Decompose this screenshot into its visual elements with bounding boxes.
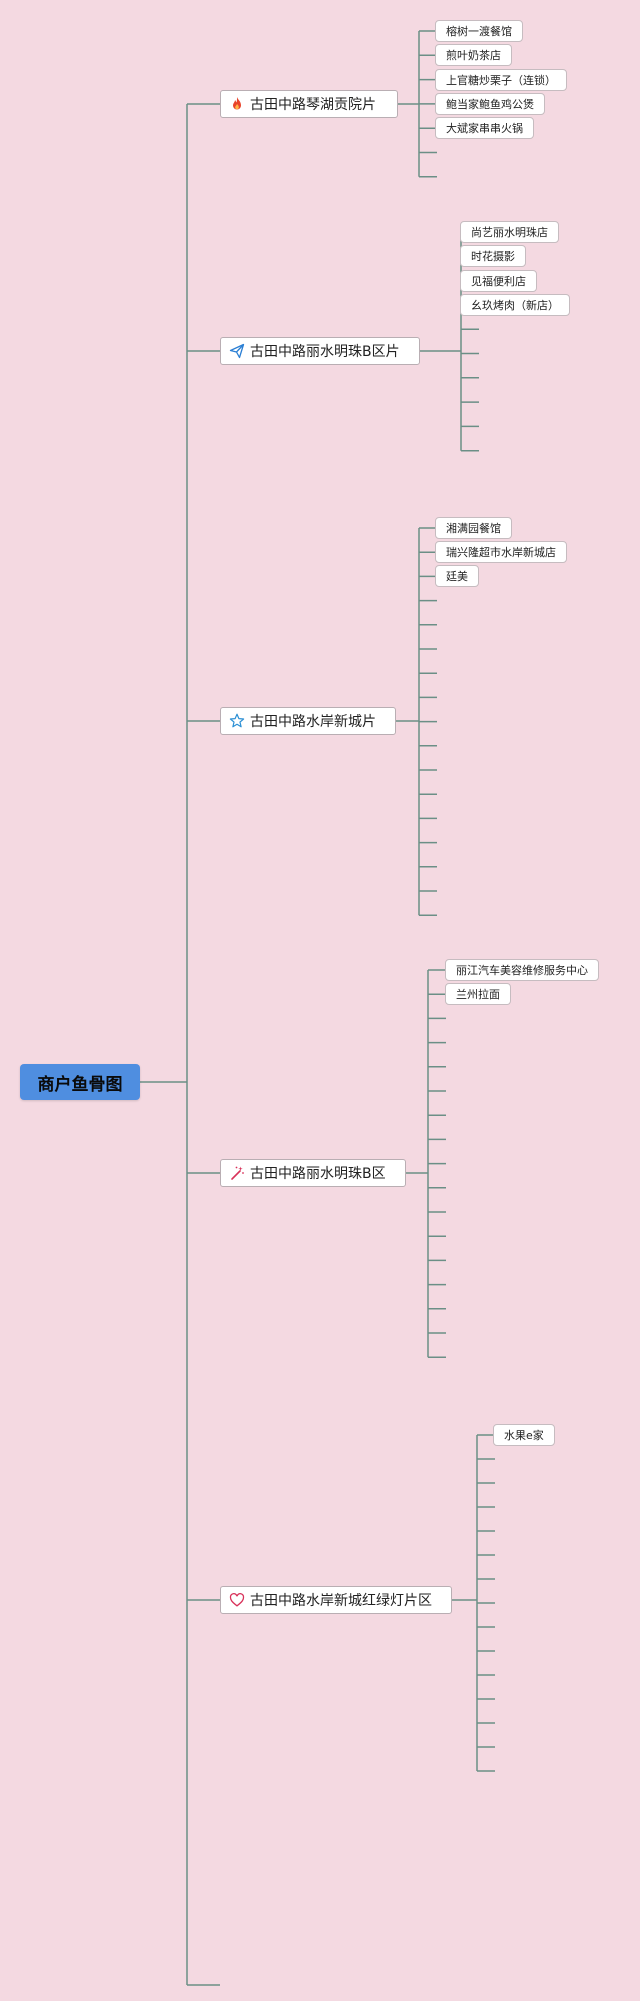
fire-icon <box>229 96 245 112</box>
leaf-node[interactable]: 廷美 <box>435 565 479 588</box>
branch-node[interactable]: 古田中路丽水明珠B区 <box>220 1159 406 1187</box>
star-icon <box>229 713 245 729</box>
leaf-node[interactable]: 见福便利店 <box>460 269 537 292</box>
leaf-node[interactable]: 丽江汽车美容维修服务中心 <box>445 959 599 981</box>
branch-label: 古田中路丽水明珠B区 <box>250 1166 386 1182</box>
leaf-node[interactable]: 湘满园餐馆 <box>435 517 512 539</box>
root-label: 商户鱼骨图 <box>37 1074 123 1095</box>
leaf-node[interactable]: 兰州拉面 <box>445 983 511 1006</box>
leaf-node[interactable]: 尚艺丽水明珠店 <box>460 221 559 243</box>
leaf-node[interactable]: 上官糖炒栗子（连锁） <box>435 68 567 91</box>
branch-node[interactable]: 古田中路琴湖贡院片 <box>220 90 398 118</box>
branch-label: 古田中路水岸新城红绿灯片区 <box>250 1593 432 1609</box>
leaf-node[interactable]: 鲍当家鲍鱼鸡公煲 <box>435 92 545 115</box>
leaf-node[interactable]: 幺玖烤肉（新店） <box>460 293 570 316</box>
leaf-node[interactable]: 时花摄影 <box>460 245 526 268</box>
heart-icon <box>229 1592 245 1608</box>
leaf-node[interactable]: 水果e家 <box>493 1424 555 1446</box>
branch-label: 古田中路琴湖贡院片 <box>250 97 376 113</box>
leaf-node[interactable]: 瑞兴隆超市水岸新城店 <box>435 541 567 564</box>
leaf-node[interactable]: 煎叶奶茶店 <box>435 44 512 67</box>
leaf-node[interactable]: 大斌家串串火锅 <box>435 117 534 140</box>
branch-node[interactable]: 古田中路丽水明珠B区片 <box>220 337 420 365</box>
paper-plane-icon <box>229 343 245 359</box>
leaf-node[interactable]: 榕树一渡餐馆 <box>435 20 523 42</box>
magic-wand-icon <box>229 1165 245 1181</box>
branch-node[interactable]: 古田中路水岸新城片 <box>220 707 396 735</box>
branch-node[interactable]: 古田中路水岸新城红绿灯片区 <box>220 1586 452 1614</box>
branch-label: 古田中路丽水明珠B区片 <box>250 344 400 360</box>
branch-label: 古田中路水岸新城片 <box>250 714 376 730</box>
root-node[interactable]: 商户鱼骨图 <box>20 1064 140 1100</box>
